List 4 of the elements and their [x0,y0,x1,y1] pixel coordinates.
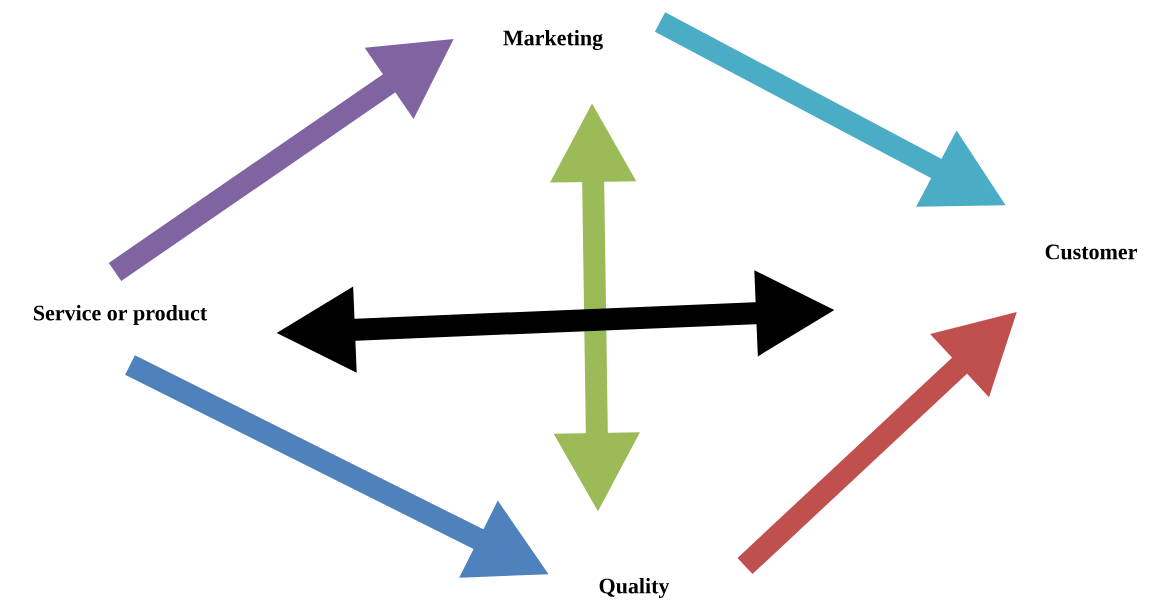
node-label: Service or product [34,305,208,325]
node-label: Marketing [503,29,603,51]
node-label: Quality [599,578,670,598]
node-label: Customer [1045,244,1137,260]
